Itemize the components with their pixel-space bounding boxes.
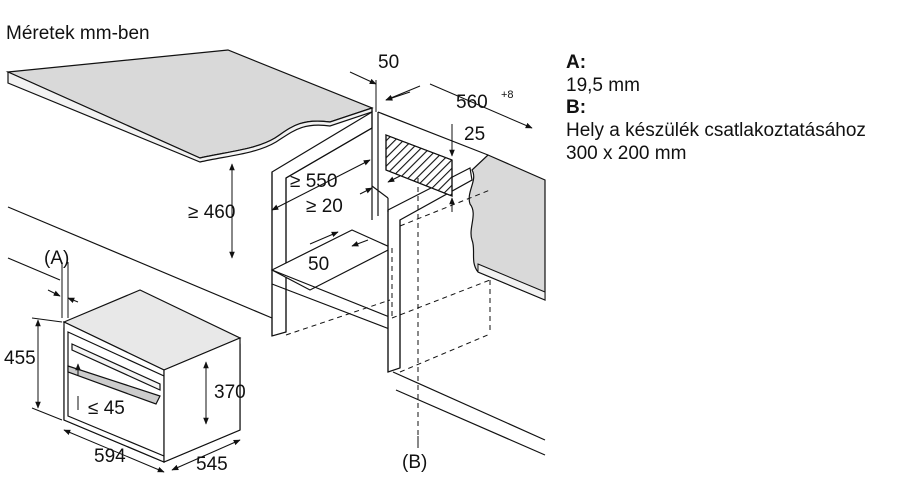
dim-appliance-height: 455 <box>4 348 36 369</box>
dim-vent-height: 25 <box>464 124 485 145</box>
floor-lines <box>7 206 546 456</box>
dimension-labels: 50 560 +8 25 ≥ 550 ≥ 460 ≥ 20 50 (A) 455… <box>4 52 514 475</box>
vent-opening <box>385 134 453 197</box>
dim-niche-depth-tol: +8 <box>501 89 514 101</box>
dim-niche-height: ≥ 460 <box>188 202 235 223</box>
callout-a: (A) <box>44 248 69 269</box>
right-counter <box>468 154 546 301</box>
dim-niche-width: ≥ 550 <box>290 171 337 192</box>
hidden-lines <box>285 178 491 436</box>
dim-appliance-width: 594 <box>94 446 126 467</box>
dimension-lines <box>31 71 533 473</box>
dim-shelf-depth: 50 <box>308 254 329 275</box>
callout-b: (B) <box>402 452 427 473</box>
dim-appliance-depth: 545 <box>196 454 228 475</box>
dim-door-height: 370 <box>214 382 246 403</box>
legend-item-b: B:Hely a készülék csatlakoztatásához 300… <box>566 96 900 165</box>
oven-appliance <box>62 289 242 463</box>
dim-clearance: ≥ 20 <box>306 196 343 217</box>
legend-item-a: A:19,5 mm <box>566 51 900 97</box>
legend-key-a: A: <box>566 52 587 73</box>
dim-top-gap: 50 <box>378 52 399 73</box>
dim-niche-depth: 560 <box>456 92 488 113</box>
legend-text-a: 19,5 mm <box>566 75 640 96</box>
legend-text-b: Hely a készülék csatlakoztatásához 300 x… <box>566 120 866 164</box>
niche-structure <box>270 108 489 373</box>
dim-handle-gap: ≤ 45 <box>88 398 125 419</box>
units-note: Méretek mm-ben <box>6 23 150 44</box>
legend-key-b: B: <box>566 97 587 118</box>
